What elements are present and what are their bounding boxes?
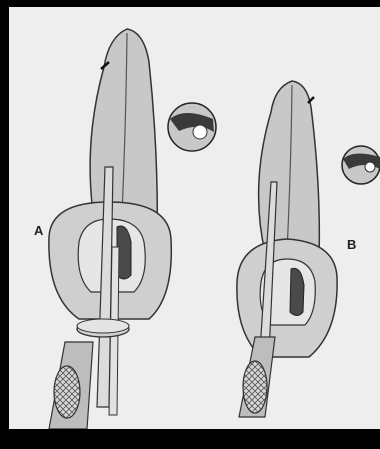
panel-b-label: B	[347, 237, 356, 252]
panel-a-label: A	[34, 223, 43, 238]
panel-a-drawing	[49, 29, 171, 429]
pulp-b	[290, 268, 304, 315]
cross-section-a	[168, 103, 216, 151]
panel-b-drawing	[237, 81, 337, 417]
illustration-svg	[9, 7, 380, 429]
cross-section-b	[342, 146, 380, 184]
knurled-grip-a	[54, 366, 80, 418]
knurled-grip-b	[243, 361, 267, 413]
dental-illustration: A B	[9, 7, 380, 429]
